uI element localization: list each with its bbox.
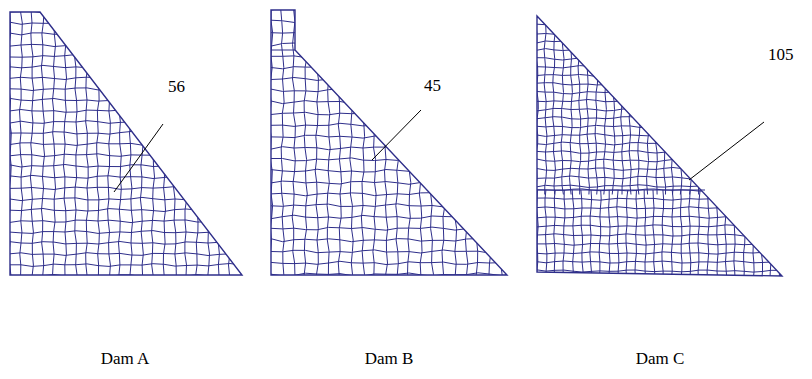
callout-number: 56 <box>168 78 185 95</box>
leader-line <box>114 124 163 192</box>
dam-outline <box>271 10 507 275</box>
mesh-c <box>536 15 798 289</box>
mesh-lines <box>9 11 253 288</box>
dam-caption: Dam C <box>636 350 685 367</box>
dam-outline <box>537 16 782 276</box>
mesh-line <box>537 190 705 191</box>
leader-line <box>372 110 421 160</box>
mesh-lines <box>269 8 512 286</box>
leader-line <box>689 122 764 180</box>
callout-number: 105 <box>768 46 794 63</box>
dam-caption: Dam A <box>101 350 150 367</box>
callout-number: 45 <box>424 77 441 94</box>
dam-caption: Dam B <box>365 350 414 367</box>
dam-outline <box>10 12 242 275</box>
mesh-line <box>271 50 295 51</box>
mesh-b <box>269 8 512 286</box>
mesh-a <box>9 11 253 288</box>
